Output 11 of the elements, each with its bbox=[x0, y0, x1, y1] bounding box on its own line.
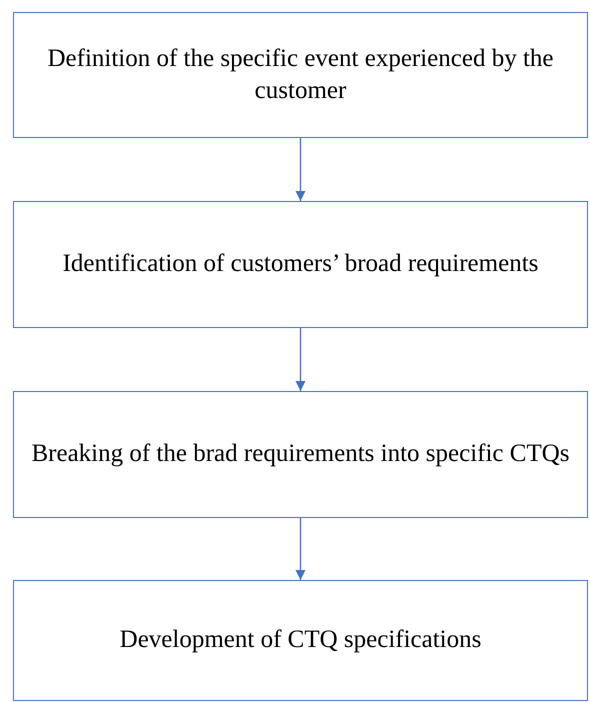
process-box bbox=[13, 391, 588, 518]
step-text: Definition of the specific event experienced by the customer bbox=[46, 44, 555, 106]
step-text: Development of CTQ specifications bbox=[120, 625, 482, 656]
process-box bbox=[13, 12, 588, 138]
arrow bbox=[296, 518, 306, 580]
arrow bbox=[296, 138, 306, 201]
process-box bbox=[13, 201, 588, 328]
step-text: Identification of customers’ broad requirements bbox=[62, 249, 538, 280]
process-box bbox=[13, 580, 588, 701]
step-text: Breaking of the brad requirements into specific CTQs bbox=[31, 439, 570, 470]
arrow bbox=[296, 328, 306, 391]
